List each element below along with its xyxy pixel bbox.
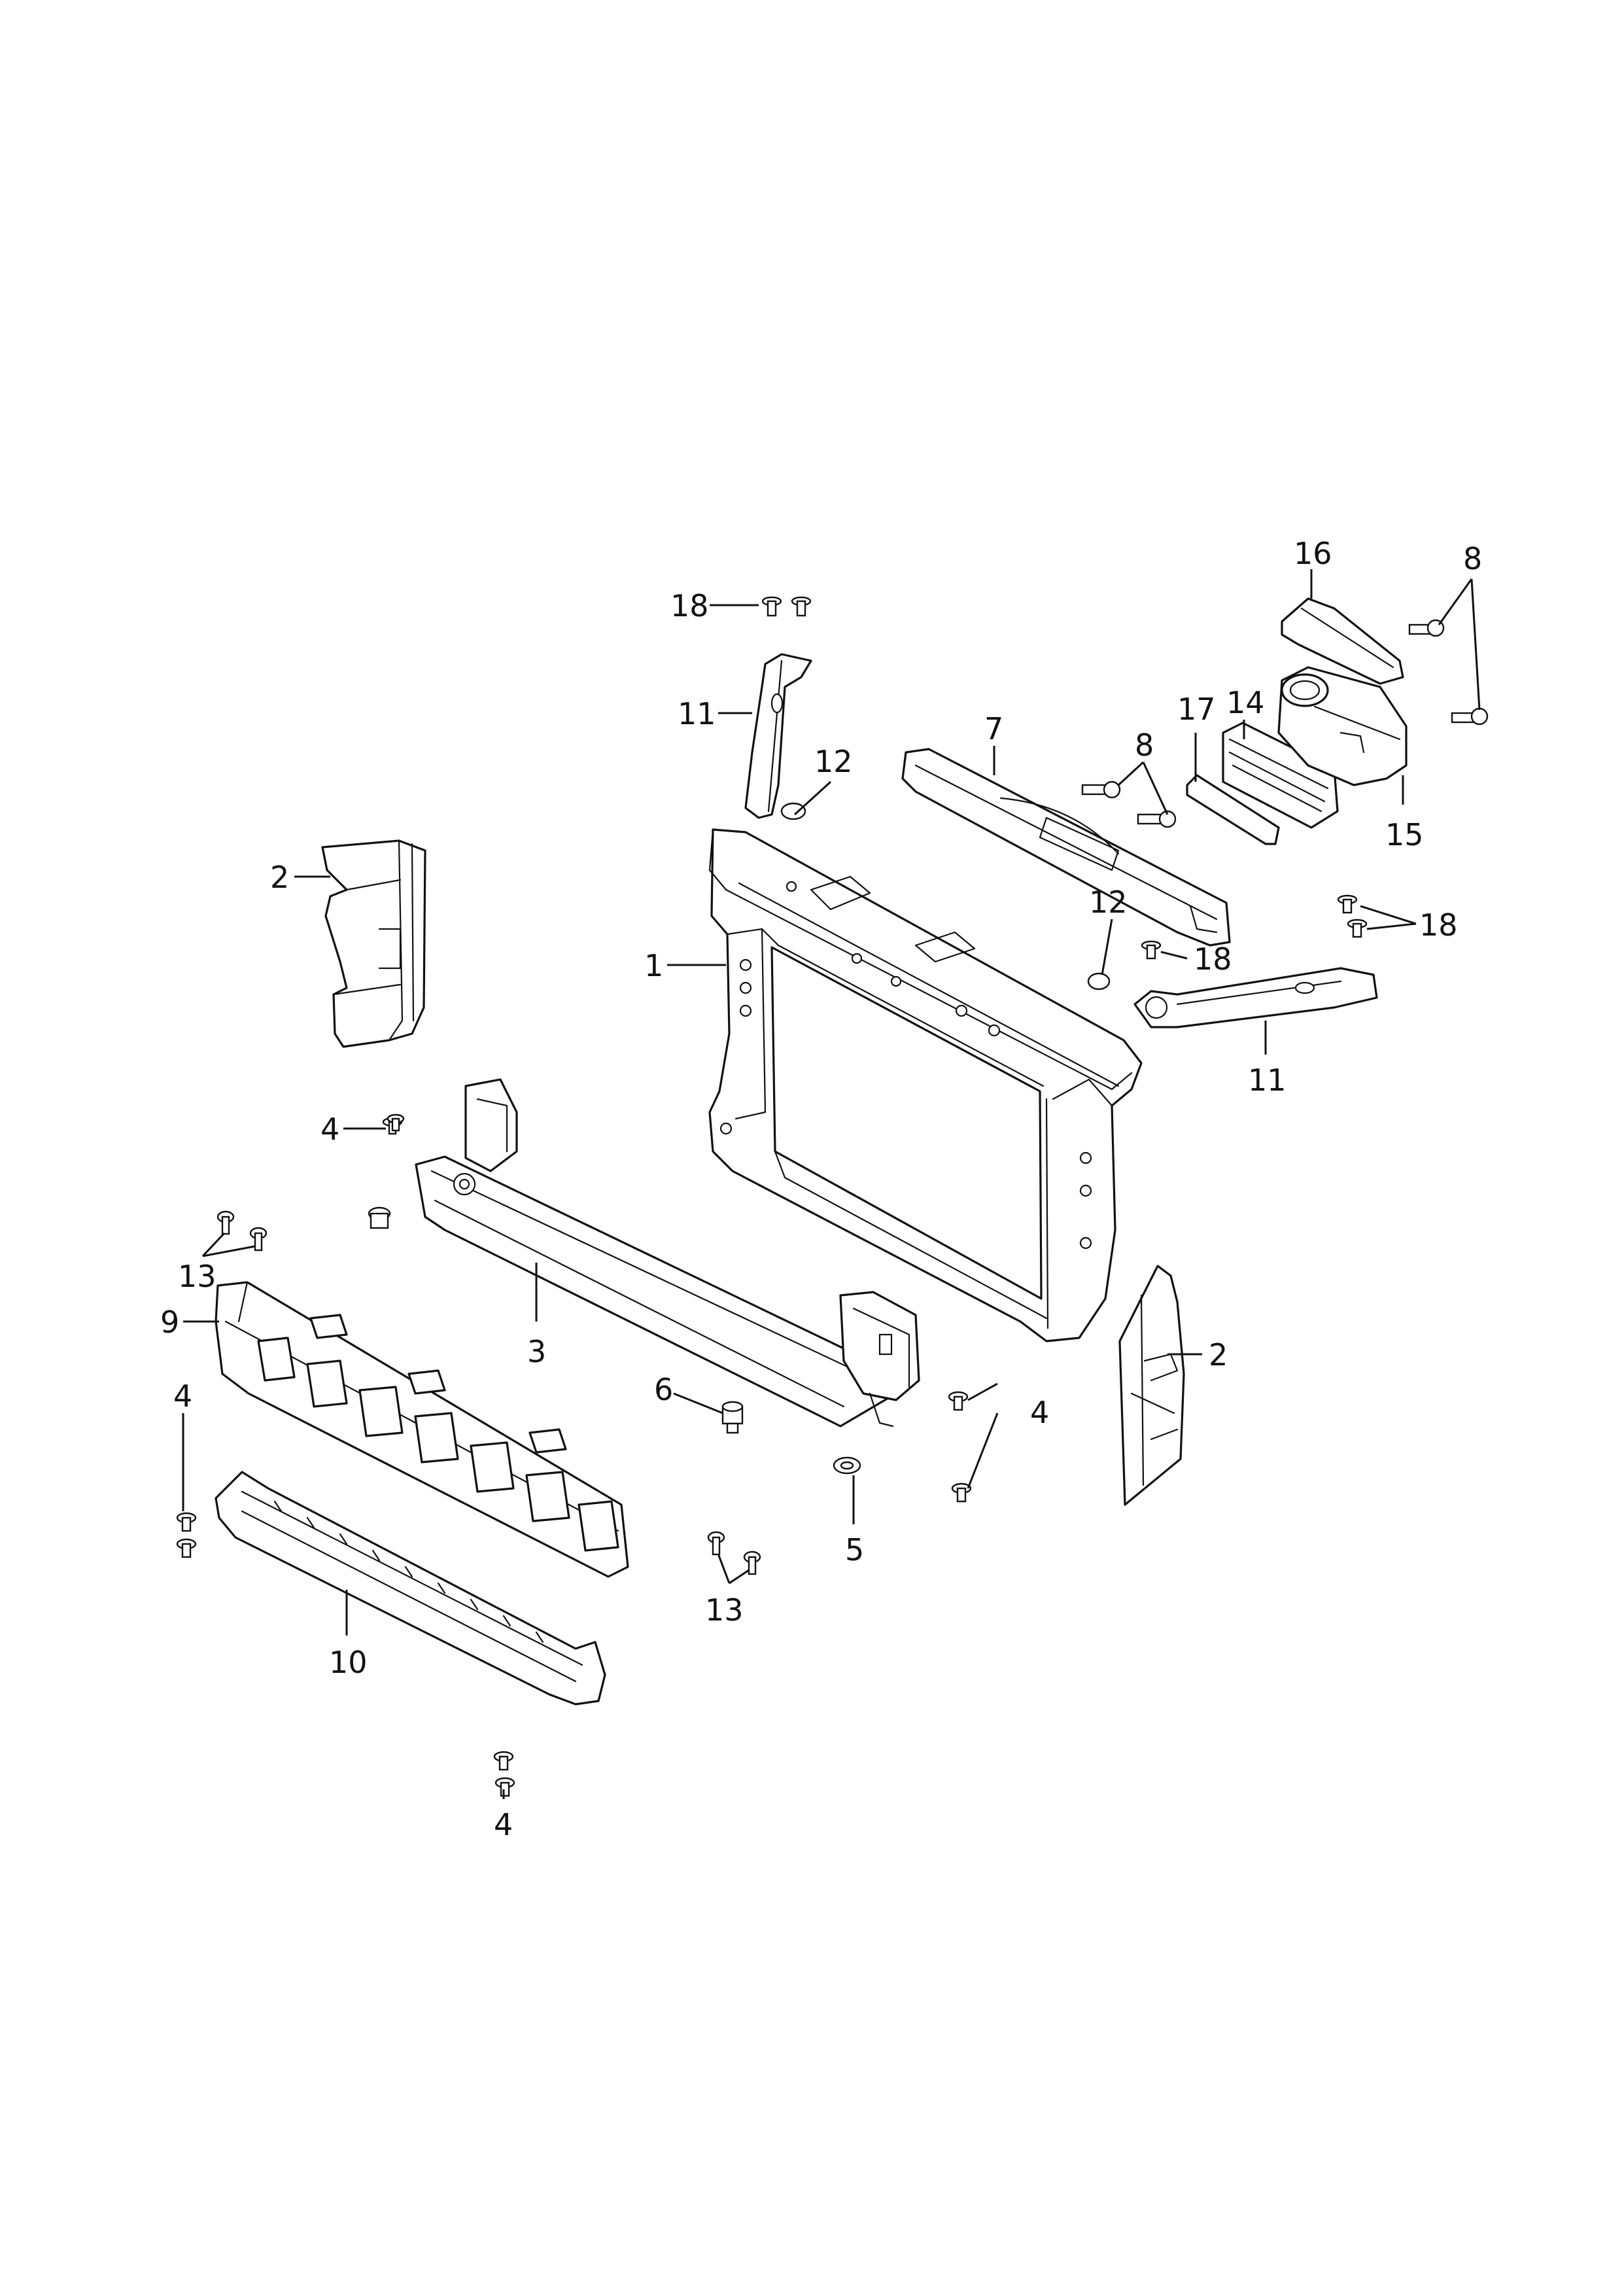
screw-4-g <box>493 1751 514 1771</box>
bracket-upper-part-11 <box>744 653 812 819</box>
callout-18-right: 18 <box>1419 907 1458 943</box>
air-duct-part-16 <box>1281 597 1404 685</box>
callout-labels: 18 11 12 1 2 2 3 4 4 4 4 6 5 7 8 8 9 10 … <box>160 536 1482 1842</box>
screw-4-d <box>951 1482 972 1503</box>
callout-4-left: 4 <box>173 1378 192 1414</box>
screw-4-e <box>176 1512 197 1532</box>
callout-10: 10 <box>329 1645 368 1680</box>
sleeve-5 <box>833 1456 861 1475</box>
callout-7: 7 <box>984 711 1003 746</box>
callout-12-right: 12 <box>1089 885 1128 920</box>
callout-18-top: 18 <box>670 588 709 623</box>
bumper-beam-part-3 <box>415 1078 920 1428</box>
screw-18-c <box>1141 940 1162 960</box>
callout-12-top: 12 <box>814 744 853 779</box>
grille-part-9 <box>215 1281 629 1578</box>
bolt-8-d <box>1451 707 1489 726</box>
callout-16: 16 <box>1294 536 1332 571</box>
air-duct-part-14 <box>1222 722 1339 829</box>
callout-2-left: 2 <box>270 860 289 895</box>
screw-18-e <box>1347 919 1368 938</box>
callout-5: 5 <box>845 1532 864 1568</box>
bolt-8-c <box>1408 619 1445 637</box>
callout-3: 3 <box>527 1334 546 1369</box>
callout-6: 6 <box>654 1372 673 1407</box>
callout-13-bottom: 13 <box>705 1592 744 1628</box>
air-guide-right-part-2 <box>1118 1265 1185 1506</box>
bolt-13-b <box>249 1227 268 1252</box>
callout-15: 15 <box>1385 817 1424 852</box>
lower-spoiler-part-10 <box>215 1471 606 1706</box>
plug-12-b <box>1087 972 1111 990</box>
callout-11-right: 11 <box>1248 1062 1287 1098</box>
screw-4-f <box>176 1538 197 1558</box>
callout-1: 1 <box>644 948 663 983</box>
grille-openings <box>257 1337 619 1552</box>
leader-lines <box>182 569 1481 1799</box>
callout-4-bottom: 4 <box>494 1807 513 1842</box>
bolt-13-d <box>743 1550 761 1575</box>
air-duct-part-15 <box>1277 666 1408 786</box>
callout-8-right: 8 <box>1463 541 1482 576</box>
screw-18-a <box>761 596 782 617</box>
front-panel-part-1 <box>708 828 1143 1342</box>
air-guide-left-part-2 <box>321 839 426 1048</box>
callout-18-middle: 18 <box>1194 941 1232 977</box>
callout-14: 14 <box>1226 685 1265 720</box>
bolt-13-c <box>707 1531 725 1556</box>
callout-9: 9 <box>160 1305 179 1340</box>
callout-17: 17 <box>1177 692 1216 727</box>
callout-8-middle: 8 <box>1135 727 1154 763</box>
plug-12-a <box>780 802 806 820</box>
screw-4-b <box>387 1113 405 1132</box>
callout-11-top: 11 <box>678 696 716 731</box>
cross-member-part-7 <box>901 748 1231 947</box>
bushing-6 <box>721 1401 744 1434</box>
callout-2-right: 2 <box>1209 1337 1228 1373</box>
screw-4-c <box>948 1391 969 1411</box>
callout-13-left: 13 <box>178 1259 216 1294</box>
screw-18-d <box>1337 894 1358 914</box>
callout-4-right: 4 <box>1030 1395 1049 1430</box>
bolt-8-b <box>1137 810 1177 828</box>
bolt-13-a <box>216 1210 235 1235</box>
screw-4-h <box>494 1777 515 1797</box>
callout-4-upper-left: 4 <box>320 1112 339 1147</box>
clip-near-beam <box>368 1206 391 1229</box>
fasteners <box>176 596 1489 1797</box>
bracket-lower-part-11 <box>1133 967 1378 1028</box>
seal-strip-part-17 <box>1186 774 1280 845</box>
screw-18-b <box>791 596 812 617</box>
bolt-8-a <box>1081 780 1121 799</box>
